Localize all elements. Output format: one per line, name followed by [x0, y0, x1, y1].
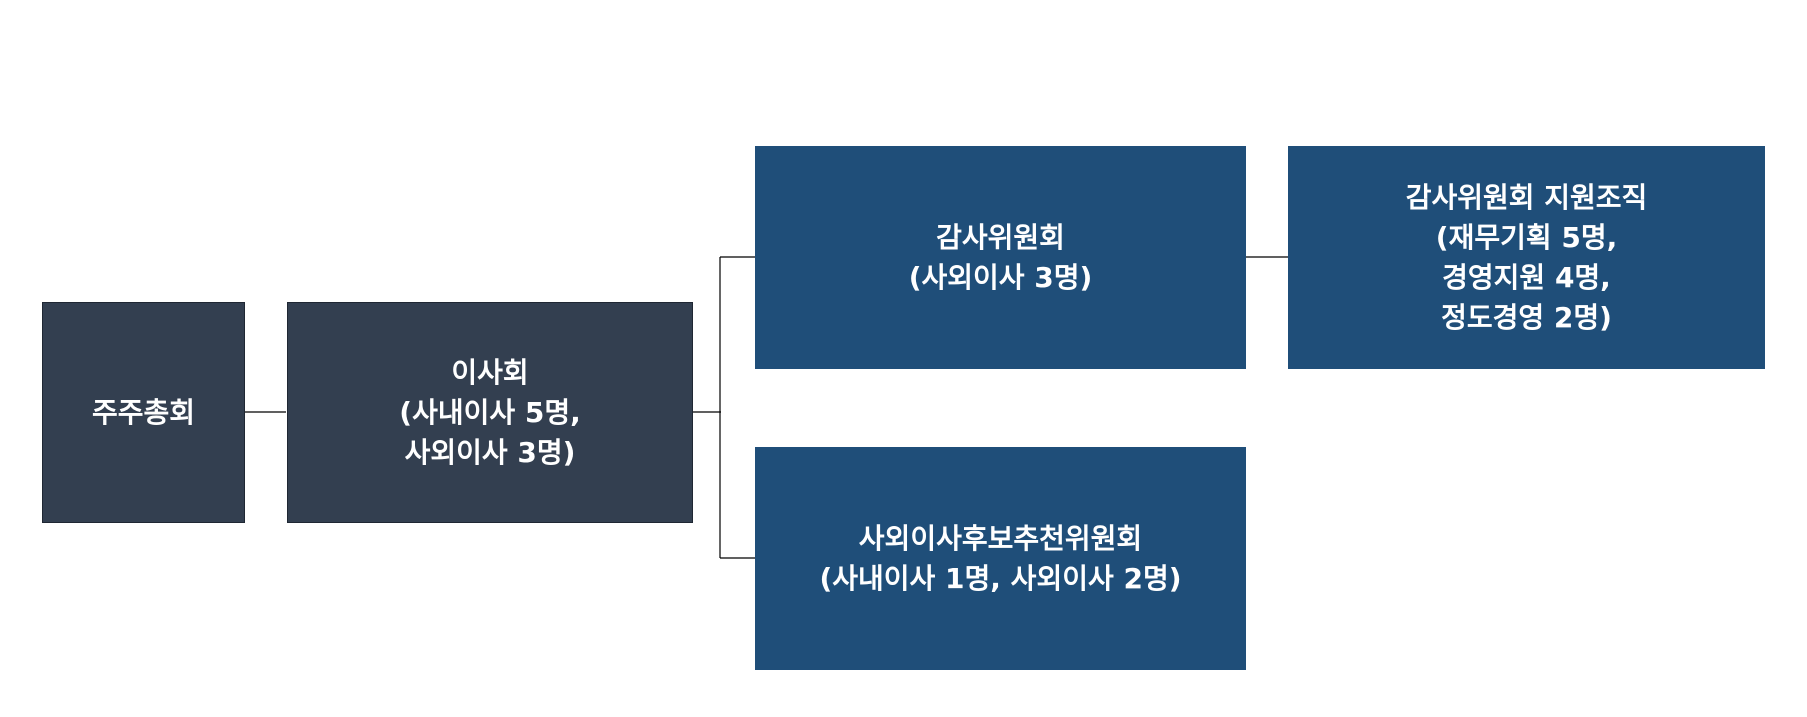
node-audit-committee-text: 감사위원회 (사외이사 3명): [909, 218, 1093, 298]
node-shareholders-meeting-line: 주주총회: [91, 395, 196, 429]
node-audit-support-line-1: 감사위원회 지원조직: [1405, 180, 1648, 214]
node-audit-support-text: 감사위원회 지원조직 (재무기획 5명, 경영지원 4명, 정도경영 2명): [1406, 178, 1648, 338]
node-board-line-1: 이사회: [451, 355, 529, 389]
node-nomination-committee-line-1: 사외이사후보추천위원회: [858, 521, 1143, 555]
node-nomination-committee: 사외이사후보추천위원회 (사내이사 1명, 사외이사 2명): [755, 447, 1246, 670]
node-audit-support-line-3: 경영지원 4명,: [1442, 260, 1611, 294]
node-board-of-directors-text: 이사회 (사내이사 5명, 사외이사 3명): [399, 353, 580, 473]
node-shareholders-meeting-text: 주주총회: [92, 393, 195, 433]
node-nomination-committee-line-2: (사내이사 1명, 사외이사 2명): [819, 561, 1182, 595]
node-board-line-3: 사외이사 3명): [404, 435, 576, 469]
node-board-of-directors: 이사회 (사내이사 5명, 사외이사 3명): [287, 302, 693, 523]
node-nomination-committee-text: 사외이사후보추천위원회 (사내이사 1명, 사외이사 2명): [819, 519, 1181, 599]
node-audit-committee: 감사위원회 (사외이사 3명): [755, 146, 1246, 369]
node-board-line-2: (사내이사 5명,: [399, 395, 581, 429]
node-audit-support-organization: 감사위원회 지원조직 (재무기획 5명, 경영지원 4명, 정도경영 2명): [1288, 146, 1765, 369]
node-audit-support-line-2: (재무기획 5명,: [1435, 220, 1618, 254]
node-audit-committee-line-1: 감사위원회: [936, 220, 1065, 254]
node-audit-support-line-4: 정도경영 2명): [1441, 300, 1612, 334]
node-audit-committee-line-2: (사외이사 3명): [908, 260, 1093, 294]
node-shareholders-meeting: 주주총회: [42, 302, 245, 523]
